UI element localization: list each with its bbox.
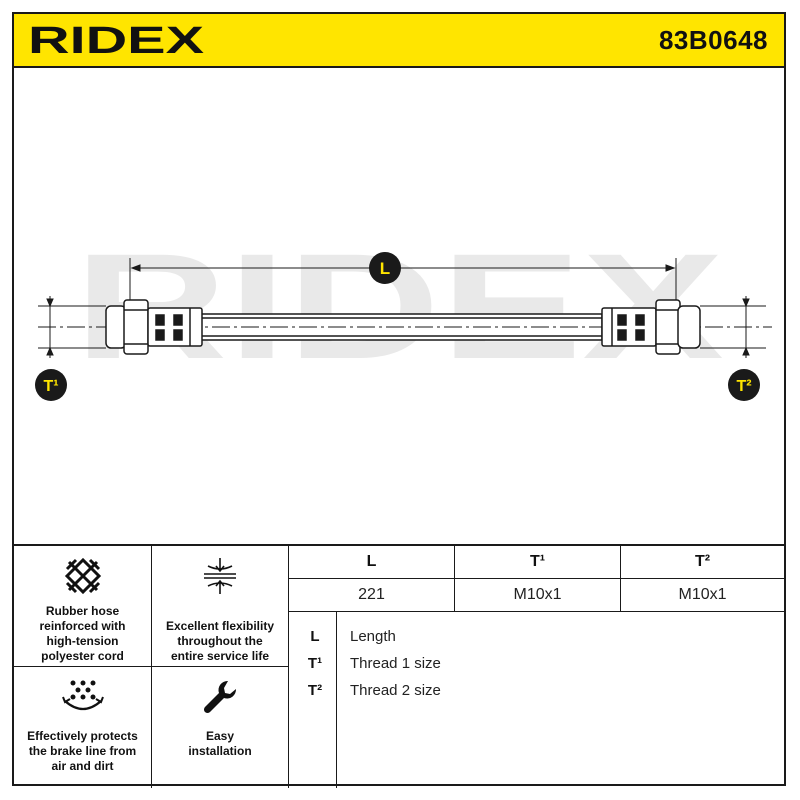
flex-arrows-icon: [204, 558, 236, 594]
feature-text-line: Rubber hose: [45, 604, 120, 618]
feature-text-line: entire service life: [170, 649, 270, 663]
watermark-text: RIDEX: [74, 222, 724, 390]
feature-text-line: Excellent flexibility: [165, 619, 275, 633]
length-marker: L: [380, 259, 390, 278]
crosshatch-icon: [64, 557, 101, 595]
grid-divider: [14, 666, 288, 667]
ridex-logo: RIDEX: [28, 23, 205, 57]
wrench-icon: [203, 680, 237, 714]
feature-text-line: reinforced with: [39, 619, 126, 633]
spec-value-thread2: M10x1: [678, 586, 727, 603]
grid-divider: [288, 578, 784, 579]
thread2-marker-badge: [728, 369, 760, 401]
grid-divider: [288, 546, 289, 788]
feature-rubber-hose: Rubber hose reinforced with high-tension…: [14, 546, 151, 666]
feature-text-line: throughout the: [177, 634, 263, 648]
thread2-dimension: [700, 296, 766, 358]
legend-key: T²: [307, 682, 323, 699]
grid-divider: [151, 546, 152, 788]
legend-key: L: [310, 628, 320, 645]
feature-flexibility: Excellent flexibility throughout the ent…: [152, 546, 288, 666]
legend-key: T¹: [307, 655, 323, 672]
grid-divider: [288, 611, 784, 612]
right-fitting: [601, 299, 701, 355]
feature-text-line: Effectively protects: [27, 729, 138, 743]
spec-value-thread1: M10x1: [513, 586, 562, 603]
grid-divider: [620, 546, 621, 611]
thread1-marker-badge: [35, 369, 67, 401]
legend-label: Thread 2 size: [350, 682, 441, 699]
length-dimension: [129, 258, 677, 300]
spec-header-thread1: T¹: [529, 553, 546, 570]
legend-label: Thread 1 size: [350, 655, 441, 672]
length-marker-badge: [369, 252, 401, 284]
feature-text-line: installation: [188, 744, 252, 758]
feature-text-line: the brake line from: [28, 744, 137, 758]
feature-text-line: air and dirt: [51, 759, 114, 773]
thread1-dimension: [38, 296, 106, 358]
spec-header-thread2: T²: [694, 553, 711, 570]
header-bar: RIDEX 83B0648: [14, 14, 784, 68]
product-sheet: RIDEX 83B0648 RIDEX L: [12, 12, 786, 788]
grid-divider: [336, 611, 337, 788]
spec-header-length: L: [366, 553, 377, 570]
part-number: 83B0648: [658, 25, 768, 55]
protection-dots-icon: [61, 680, 104, 711]
thread2-marker: T²: [736, 378, 751, 395]
brand-logo-text: RIDEX: [28, 23, 205, 57]
legend-label: Length: [350, 628, 396, 645]
feature-text-line: Easy: [205, 729, 235, 743]
left-fitting: [105, 299, 203, 355]
thread1-marker: T¹: [43, 378, 58, 395]
hose-diagram: RIDEX L: [14, 68, 784, 544]
feature-protection: Effectively protects the brake line from…: [14, 667, 151, 788]
info-section: Rubber hose reinforced with high-tension…: [14, 544, 784, 788]
feature-text-line: high-tension: [46, 634, 119, 648]
spec-value-length: 221: [358, 586, 385, 603]
feature-installation: Easy installation: [152, 667, 288, 788]
grid-divider: [454, 546, 455, 611]
feature-text-line: polyester cord: [41, 649, 124, 663]
